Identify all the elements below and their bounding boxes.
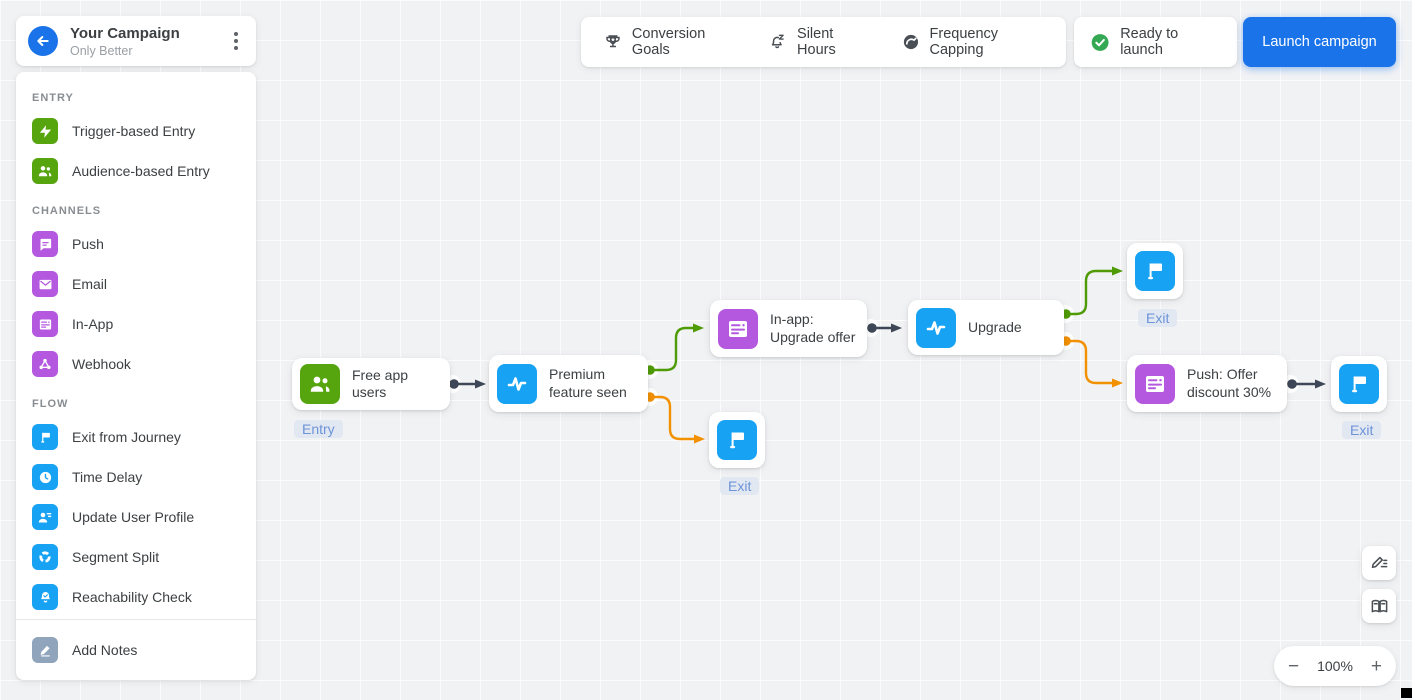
zap-icon — [32, 118, 58, 144]
sidebar-item-reachability-check[interactable]: Reachability Check — [16, 577, 256, 617]
more-options-button[interactable] — [228, 28, 244, 54]
mail-icon — [32, 271, 58, 297]
section-title-channels: CHANNELS — [32, 205, 102, 217]
cursor-artifact — [1401, 688, 1412, 698]
pencil-list-icon — [1371, 556, 1387, 568]
node-free-app-users[interactable]: Free app users — [292, 358, 450, 410]
campaign-title: Your Campaign — [70, 24, 180, 42]
activity-icon — [497, 363, 537, 404]
check-circle-icon — [1091, 33, 1109, 51]
ready-status-badge: Ready to launch — [1074, 17, 1237, 67]
sidebar-item-time-delay[interactable]: Time Delay — [16, 457, 256, 497]
sidebar-item-trigger-based-entry[interactable]: Trigger-based Entry — [16, 111, 256, 151]
node-premium-feature-seen[interactable]: Premium feature seen — [489, 355, 648, 412]
toolbar-card: Conversion Goals Silent Hours Frequency … — [581, 17, 1066, 67]
segment-split-icon — [32, 544, 58, 570]
frequency-capping-button[interactable]: Frequency Capping — [885, 17, 1060, 67]
zoom-in-button[interactable]: + — [1370, 655, 1382, 677]
back-button[interactable] — [28, 26, 58, 56]
flag-icon — [32, 424, 58, 450]
bell-check-icon — [32, 584, 58, 610]
entry-tag: Entry — [294, 420, 343, 438]
sidebar-palette: ENTRY Trigger-based Entry Audience-based… — [16, 72, 256, 680]
exit-tag: Exit — [720, 477, 760, 495]
activity-icon — [916, 307, 956, 348]
flag-icon — [717, 420, 757, 460]
window-icon — [1135, 363, 1175, 404]
node-upgrade[interactable]: Upgrade — [908, 300, 1064, 355]
section-title-entry: ENTRY — [32, 92, 74, 104]
silent-hours-button[interactable]: Silent Hours — [752, 17, 884, 67]
sidebar-item-exit-from-journey[interactable]: Exit from Journey — [16, 417, 256, 457]
zoom-control: − 100% + — [1274, 646, 1396, 686]
flag-icon — [1135, 251, 1175, 291]
launch-campaign-button[interactable]: Launch campaign — [1243, 17, 1396, 67]
node-push-offer-discount[interactable]: Push: Offer discount 30% — [1127, 355, 1287, 412]
users-icon — [300, 364, 340, 404]
zoom-level: 100% — [1317, 658, 1353, 674]
sidebar-item-update-user-profile[interactable]: Update User Profile — [16, 497, 256, 537]
sidebar-item-add-notes[interactable]: Add Notes — [16, 630, 256, 670]
conversion-goals-button[interactable]: Conversion Goals — [587, 17, 752, 67]
zoom-out-button[interactable]: − — [1288, 655, 1300, 677]
open-book-icon — [1371, 599, 1387, 612]
sidebar-item-push[interactable]: Push — [16, 224, 256, 264]
sidebar-footer: Add Notes — [16, 619, 256, 680]
sidebar-item-audience-based-entry[interactable]: Audience-based Entry — [16, 151, 256, 191]
node-inapp-upgrade-offer[interactable]: In-app: Upgrade offer — [710, 300, 867, 357]
gauge-icon — [903, 34, 918, 50]
guide-book-button[interactable] — [1362, 589, 1396, 623]
user-edit-icon — [32, 504, 58, 530]
window-icon — [32, 311, 58, 337]
edit-notes-button[interactable] — [1362, 546, 1396, 580]
campaign-header-card: Your Campaign Only Better — [16, 16, 256, 66]
campaign-subtitle: Only Better — [70, 43, 133, 58]
sidebar-item-in-app[interactable]: In-App — [16, 304, 256, 344]
sidebar-item-email[interactable]: Email — [16, 264, 256, 304]
bell-snooze-icon — [771, 34, 784, 49]
section-title-flow: FLOW — [32, 398, 69, 410]
exit-tag: Exit — [1138, 309, 1178, 327]
window-icon — [718, 308, 758, 349]
sidebar-item-segment-split[interactable]: Segment Split — [16, 537, 256, 577]
sidebar-item-webhook[interactable]: Webhook — [16, 344, 256, 384]
arrow-left-icon — [37, 36, 49, 46]
message-square-icon — [32, 231, 58, 257]
flag-icon — [1339, 364, 1379, 404]
clock-icon — [32, 464, 58, 490]
node-exit-mid[interactable] — [709, 412, 765, 468]
users-icon — [32, 158, 58, 184]
webhook-icon — [32, 351, 58, 377]
node-exit-top[interactable] — [1127, 243, 1183, 299]
note-pencil-icon — [32, 637, 58, 663]
trophy-icon — [606, 35, 620, 48]
node-exit-right[interactable] — [1331, 356, 1387, 412]
exit-tag: Exit — [1342, 421, 1382, 439]
ready-status-label: Ready to launch — [1120, 26, 1179, 58]
